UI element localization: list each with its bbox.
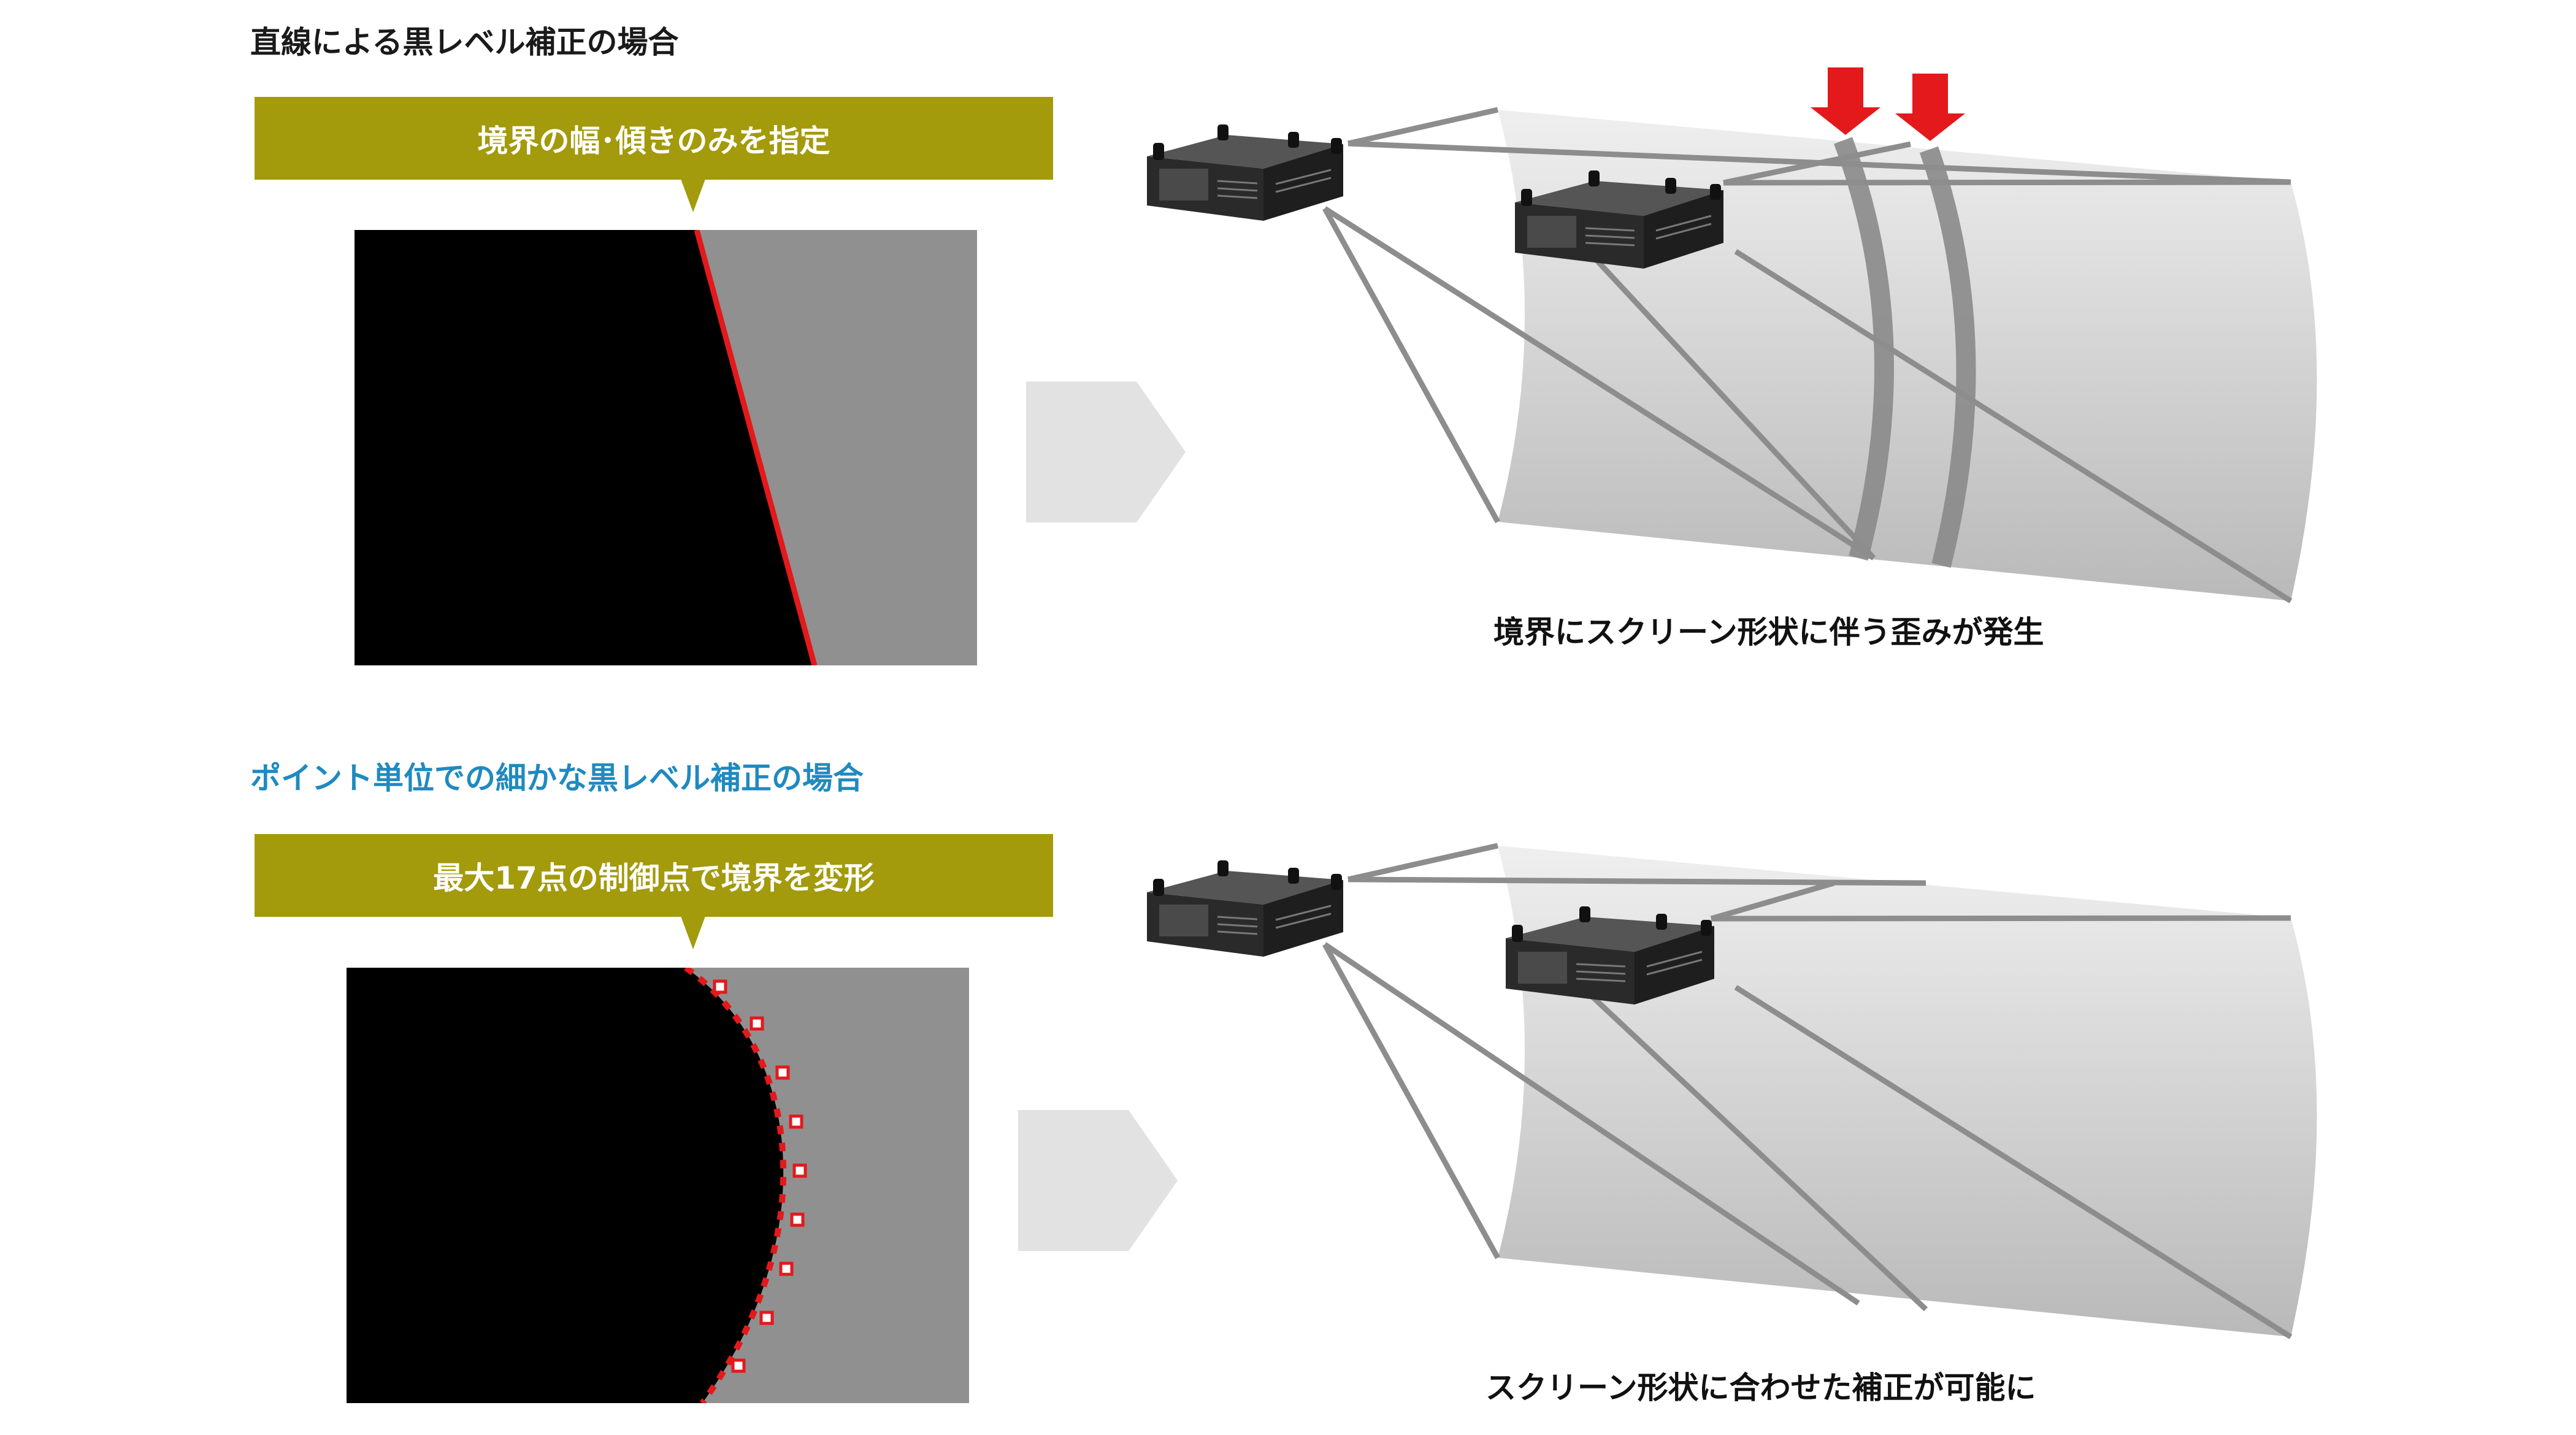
- top-callout: 境界の幅･傾きのみを指定: [255, 97, 1053, 180]
- bottom-callout-label: 最大17点の制御点で境界を変形: [433, 860, 875, 896]
- bottom-projection-illustration: [1122, 797, 2355, 1349]
- top-callout-label: 境界の幅･傾きのみを指定: [477, 123, 830, 159]
- bottom-section-title: ポイント単位での細かな黒レベル補正の場合: [250, 760, 864, 796]
- top-red-marker-icon-2: [1895, 74, 1965, 141]
- bottom-chevron-right-icon: [1018, 1110, 1178, 1251]
- top-section-title: 直線による黒レベル補正の場合: [250, 25, 679, 60]
- bottom-projector-icon-2: [1506, 906, 1714, 1005]
- top-distorted-band-2: [1919, 146, 1976, 568]
- bottom-boundary-panel: [347, 968, 969, 1403]
- bottom-callout: 最大17点の制御点で境界を変形: [255, 834, 1053, 917]
- control-points: [713, 979, 807, 1373]
- top-boundary-panel: [355, 230, 977, 665]
- top-chevron-right-icon: [1026, 381, 1186, 522]
- top-projector-icon-2: [1515, 170, 1723, 269]
- top-projection-illustration: [1122, 61, 2355, 613]
- bottom-caption: スクリーン形状に合わせた補正が可能に: [1485, 1370, 2036, 1406]
- bottom-callout-pointer: [681, 916, 705, 949]
- bottom-projector-icon-1: [1147, 860, 1343, 957]
- top-callout-pointer: [681, 179, 705, 212]
- top-caption: 境界にスクリーン形状に伴う歪みが発生: [1493, 614, 2044, 650]
- top-red-marker-icon-1: [1811, 67, 1880, 135]
- top-projector-icon-1: [1147, 124, 1343, 221]
